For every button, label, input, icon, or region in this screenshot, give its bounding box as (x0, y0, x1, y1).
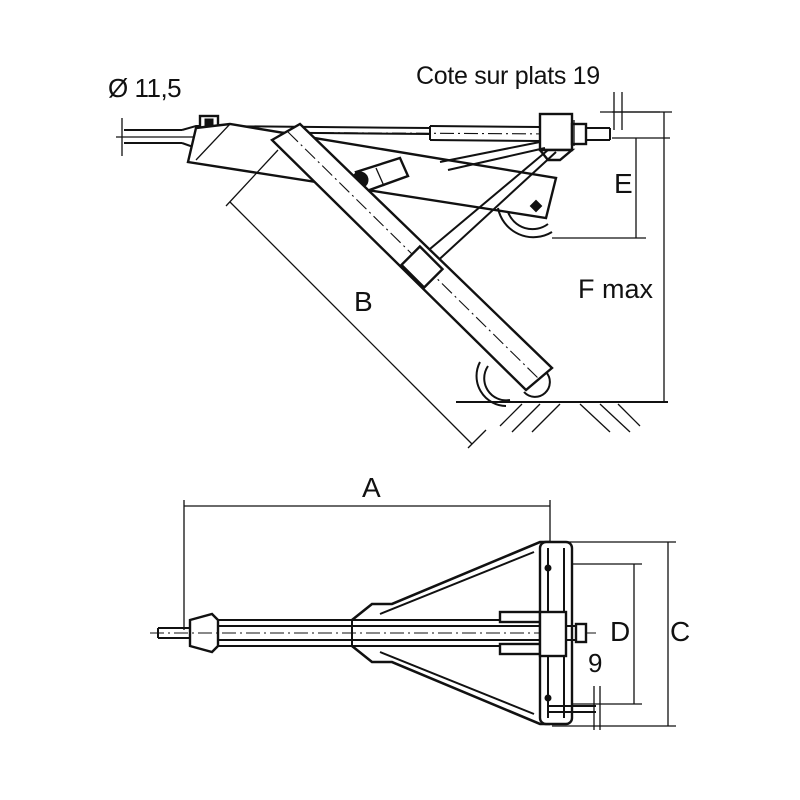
b-label: B (354, 286, 373, 317)
right-bracket (537, 112, 611, 162)
e-label: E (614, 168, 633, 199)
cote-sur-plats-label: Cote sur plats 19 (416, 62, 600, 90)
plan-view (150, 500, 676, 730)
a-label: A (362, 472, 381, 503)
d-label: D (610, 616, 631, 647)
bolt-9-dimension (548, 686, 601, 730)
triangle-frame (351, 540, 550, 726)
side-view (116, 92, 672, 449)
d-c-dimensions (552, 541, 676, 727)
struts (411, 141, 557, 267)
nine-label: 9 (588, 648, 603, 678)
ground (456, 401, 668, 433)
f-max-label: F max (578, 274, 654, 304)
plan-spindle-tube (150, 619, 600, 647)
diameter-label: Ø 11,5 (108, 73, 182, 103)
e-fmax-dimensions (552, 111, 672, 402)
cote-sur-plats-dimension (600, 92, 660, 130)
rear-crossbar (498, 540, 588, 726)
a-dimension (183, 500, 551, 630)
lower-leg (270, 122, 554, 407)
b-dimension (225, 149, 487, 449)
diameter-dimension (116, 118, 196, 156)
c-label: C (670, 616, 691, 647)
